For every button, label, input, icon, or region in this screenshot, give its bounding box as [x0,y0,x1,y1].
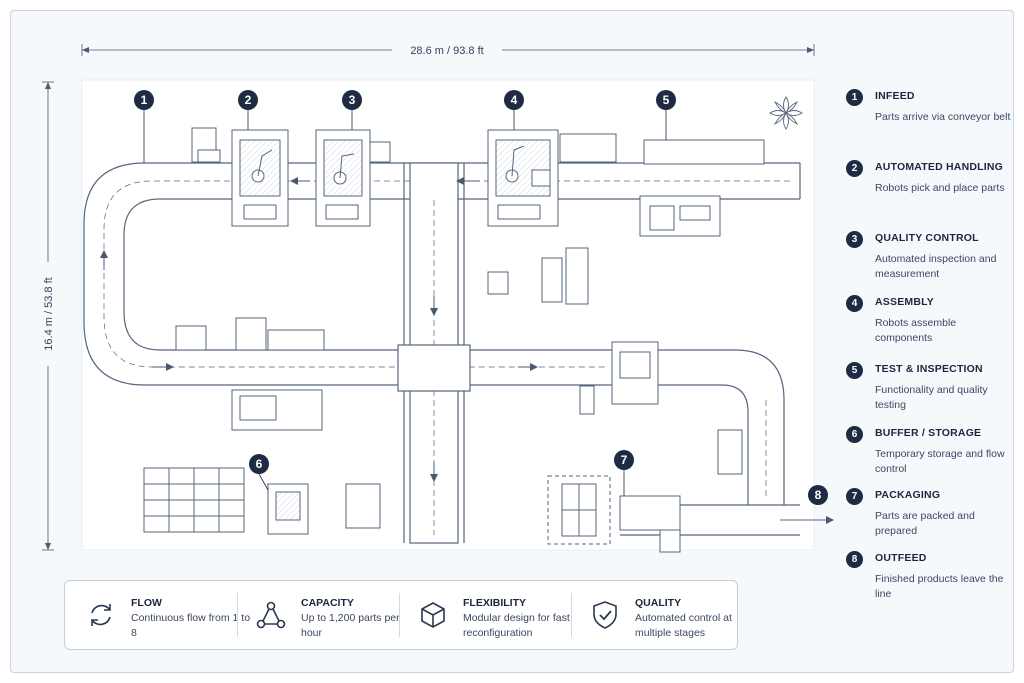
main-conveyor [83,162,801,386]
feature-divider [571,593,572,637]
svg-text:6: 6 [256,457,263,471]
legend-number: 3 [846,231,863,248]
feature-flexibility: FLEXIBILITY Modular design for fast reco… [401,581,571,649]
robot-cell-handling [231,129,289,227]
height-dimension-label: 16.4 m / 53.8 ft [43,277,55,350]
legend-description: Finished products leave the line [875,573,1004,600]
cross-conveyor [397,162,471,544]
legend-number: 7 [846,488,863,505]
svg-text:5: 5 [663,93,670,107]
legend-number: 8 [846,551,863,568]
legend-title: BUFFER / STORAGE [875,427,982,439]
legend-description: Robots pick and place parts [875,182,1005,194]
legend-description: Parts arrive via conveyor belt [875,111,1011,123]
outfeed-conveyor [610,349,834,536]
feature-panel: FLOW Continuous flow from 1 to 8 CAPACIT… [64,580,738,650]
legend-title: INFEED [875,90,915,102]
packaging-area [547,475,681,553]
legend-number: 5 [846,362,863,379]
station-badge-8: 8 [808,485,828,505]
feature-capacity: CAPACITY Up to 1,200 parts per hour [239,581,400,649]
storage-racks [143,467,381,535]
feature-title: FLOW [131,597,162,609]
station-badge-5: 5 [656,90,676,140]
cube-icon [421,602,445,628]
svg-text:7: 7 [621,453,628,467]
legend-title: ASSEMBLY [875,296,934,308]
svg-text:4: 4 [511,93,518,107]
robot-cell-quality [315,129,391,227]
feature-description: Up to 1,200 parts per hour [301,612,400,639]
width-dimension-label: 28.6 m / 93.8 ft [410,45,483,57]
test-station [639,139,765,237]
station-badge-4: 4 [504,90,524,130]
station-badge-7: 7 [614,450,634,496]
flow-arrows [100,177,538,482]
feature-divider [237,593,238,637]
feature-divider [399,593,400,637]
station-badge-1: 1 [134,90,154,163]
station-badge-2: 2 [238,90,258,130]
legend-title: QUALITY CONTROL [875,232,979,244]
cycle-arrows-icon [91,604,111,626]
legend-number: 6 [846,426,863,443]
legend-number: 1 [846,89,863,106]
legend-description: Temporary storage and flow control [875,448,1005,475]
legend-description: Parts are packed and prepared [875,510,975,537]
legend-number: 4 [846,295,863,312]
network-nodes-icon [256,601,286,629]
shield-check-icon [593,601,617,629]
side-machines [175,247,743,475]
svg-text:8: 8 [815,488,822,502]
legend-title: PACKAGING [875,489,941,501]
width-dimension: 28.6 m / 93.8 ft [81,42,815,58]
legend-number: 2 [846,160,863,177]
feature-description: Continuous flow from 1 to 8 [131,612,251,639]
station-badge-6: 6 [249,454,269,491]
feature-description: Automated control at multiple stages [635,612,732,639]
feature-title: QUALITY [635,597,682,609]
legend-title: TEST & INSPECTION [875,363,983,375]
station-badge-3: 3 [342,90,362,130]
robot-cell-assembly [487,129,617,227]
svg-text:1: 1 [141,93,148,107]
legend-title: OUTFEED [875,552,927,564]
infeed-station [191,127,221,163]
svg-text:2: 2 [245,93,252,107]
feature-quality: QUALITY Automated control at multiple st… [573,581,737,649]
legend-description: Robots assemble components [875,317,957,344]
svg-text:3: 3 [349,93,356,107]
legend-title: AUTOMATED HANDLING [875,161,1004,173]
flower-logo [769,96,803,130]
feature-title: FLEXIBILITY [463,597,526,609]
feature-flow: FLOW Continuous flow from 1 to 8 [69,581,250,649]
legend-description: Functionality and quality testing [875,384,988,411]
feature-description: Modular design for fast reconfiguration [463,612,570,639]
height-dimension: 16.4 m / 53.8 ft [40,81,56,551]
feature-title: CAPACITY [301,597,354,609]
legend-description: Automated inspection and measurement [875,253,997,280]
